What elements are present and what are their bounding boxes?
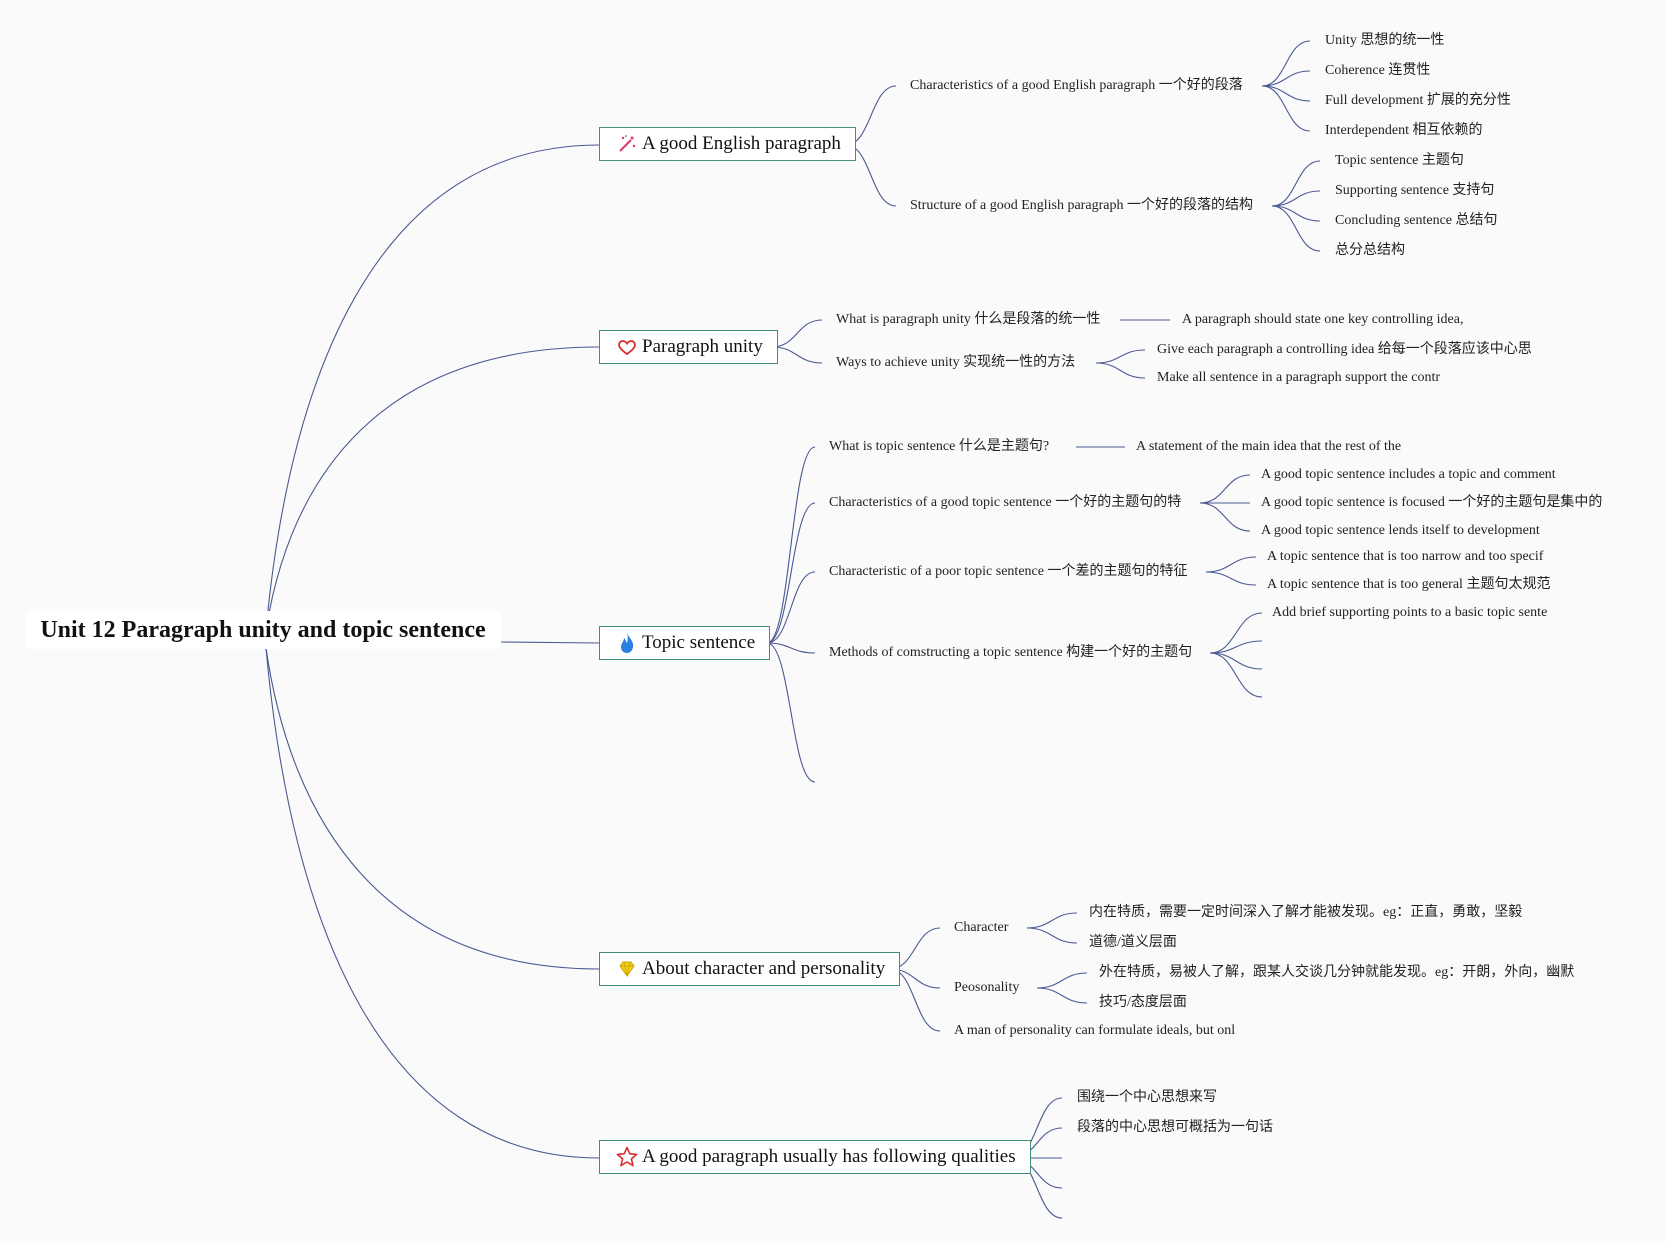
root-link-3 [265, 647, 600, 970]
leaf-topic-sentence[interactable]: Topic sentence 主题句 [1335, 153, 1464, 168]
root-topic-label: Unit 12 Paragraph unity and topic senten… [40, 616, 486, 643]
b3d-link-0 [1209, 612, 1263, 654]
subtopic-structure-paragraph[interactable]: Structure of a good English paragraph 一个… [910, 198, 1253, 213]
topic-label: Topic sentence [642, 632, 756, 653]
b1a-link-3 [1261, 85, 1311, 132]
leaf-focused[interactable]: A good topic sentence is focused 一个好的主题句… [1261, 495, 1603, 510]
topic-label: Paragraph unity [642, 336, 763, 357]
subtopic-good-topic-sentence[interactable]: Characteristics of a good topic sentence… [829, 495, 1182, 510]
b3-link-0 [766, 446, 816, 644]
subtopic-what-is-unity[interactable]: What is paragraph unity 什么是段落的统一性 [836, 312, 1101, 327]
root-topic[interactable]: Unit 12 Paragraph unity and topic senten… [25, 611, 501, 649]
root-link-4 [265, 647, 600, 1159]
b4b-link-1 [1036, 987, 1088, 1004]
b3d-link-1 [1209, 640, 1263, 654]
b1a-link-2 [1261, 85, 1311, 102]
b3d-link-3 [1209, 652, 1263, 698]
topic-a-good-english-paragraph[interactable]: A good English paragraph [599, 127, 856, 161]
leaf-character-inner[interactable]: 内在特质，需要一定时间深入了解才能被发现。eg：正直，勇敢，坚毅 [1089, 905, 1523, 920]
leaf-too-general[interactable]: A topic sentence that is too general 主题句… [1267, 577, 1551, 592]
leaf-concluding-sentence[interactable]: Concluding sentence 总结句 [1335, 213, 1498, 228]
subtopic-characteristics-paragraph[interactable]: Characteristics of a good English paragr… [910, 78, 1243, 93]
subtopic-man-of-personality[interactable]: A man of personality can formulate ideal… [954, 1023, 1236, 1038]
leaf-topic-sentence-definition[interactable]: A statement of the main idea that the re… [1136, 439, 1402, 454]
subtopic-personality[interactable]: Peosonality [954, 980, 1020, 995]
b3c-link-1 [1205, 571, 1257, 586]
topic-label: A good English paragraph [642, 133, 841, 154]
subtopic-character[interactable]: Character [954, 920, 1009, 935]
b2-link-0 [771, 319, 823, 348]
b2b-link-0 [1095, 349, 1146, 364]
b3-link-1 [766, 502, 816, 644]
leaf-central-idea[interactable]: 围绕一个中心思想来写 [1077, 1090, 1217, 1105]
leaf-controlling-idea[interactable]: Give each paragraph a controlling idea 给… [1157, 342, 1532, 357]
diamond-icon [616, 958, 638, 980]
root-link-straight [500, 641, 600, 644]
b1b-link-2 [1271, 205, 1321, 222]
b1b-link-3 [1271, 205, 1321, 252]
b2b-link-1 [1095, 362, 1146, 379]
b1a-link-1 [1261, 70, 1311, 87]
leaf-support-sentences[interactable]: Make all sentence in a paragraph support… [1157, 370, 1441, 385]
topic-paragraph-unity[interactable]: Paragraph unity [599, 330, 778, 364]
b1a-link-0 [1261, 40, 1311, 87]
b3-link-3 [766, 642, 816, 654]
b3-link-4 [766, 642, 816, 783]
star-icon [616, 1146, 638, 1168]
topic-character-personality[interactable]: About character and personality [599, 952, 901, 986]
b4a-link-1 [1026, 927, 1078, 944]
leaf-interdependent[interactable]: Interdependent 相互依赖的 [1325, 123, 1483, 138]
topic-label: A good paragraph usually has following q… [642, 1146, 1016, 1167]
root-link-0 [265, 144, 600, 631]
subtopic-poor-topic-sentence[interactable]: Characteristic of a poor topic sentence … [829, 564, 1188, 579]
b4b-link-0 [1036, 972, 1088, 989]
subtopic-what-is-topic-sentence[interactable]: What is topic sentence 什么是主题句? [829, 439, 1050, 454]
flame-icon [616, 632, 638, 654]
topic-label: About character and personality [642, 958, 886, 979]
leaf-lends-to-development[interactable]: A good topic sentence lends itself to de… [1261, 523, 1540, 538]
magic-wand-icon [616, 133, 638, 155]
b3b-link-2 [1199, 502, 1251, 532]
b4a-link-0 [1026, 912, 1078, 929]
subtopic-methods-constructing[interactable]: Methods of comstructing a topic sentence… [829, 645, 1193, 660]
topic-topic-sentence[interactable]: Topic sentence [599, 626, 771, 660]
leaf-one-sentence-summary[interactable]: 段落的中心思想可概括为一句话 [1077, 1120, 1273, 1135]
leaf-coherence[interactable]: Coherence 连贯性 [1325, 63, 1431, 78]
root-link-1 [265, 346, 600, 631]
heart-icon [616, 336, 638, 358]
leaf-unity[interactable]: Unity 思想的统一性 [1325, 33, 1445, 48]
leaf-topic-and-comment[interactable]: A good topic sentence includes a topic a… [1261, 467, 1556, 482]
subtopic-ways-to-achieve-unity[interactable]: Ways to achieve unity 实现统一性的方法 [836, 355, 1076, 370]
leaf-add-supporting-points[interactable]: Add brief supporting points to a basic t… [1272, 605, 1548, 620]
b1b-link-0 [1271, 160, 1321, 207]
b2-link-1 [771, 346, 823, 364]
topic-good-paragraph-qualities[interactable]: A good paragraph usually has following q… [599, 1140, 1031, 1174]
b3-link-2 [766, 571, 816, 644]
leaf-personality-outer[interactable]: 外在特质，易被人了解，跟某人交谈几分钟就能发现。eg：开朗，外向，幽默 [1099, 965, 1575, 980]
leaf-total-structure[interactable]: 总分总结构 [1335, 243, 1405, 258]
leaf-full-development[interactable]: Full development 扩展的充分性 [1325, 93, 1511, 108]
leaf-unity-definition[interactable]: A paragraph should state one key control… [1182, 312, 1464, 327]
b3c-link-0 [1205, 556, 1257, 573]
leaf-character-moral[interactable]: 道德/道义层面 [1089, 935, 1177, 950]
b3b-link-0 [1199, 474, 1251, 504]
b1b-link-1 [1271, 190, 1321, 207]
b3d-link-2 [1209, 652, 1263, 670]
leaf-supporting-sentence[interactable]: Supporting sentence 支持句 [1335, 183, 1495, 198]
leaf-personality-skill[interactable]: 技巧/态度层面 [1099, 995, 1187, 1010]
leaf-too-narrow[interactable]: A topic sentence that is too narrow and … [1267, 549, 1544, 564]
